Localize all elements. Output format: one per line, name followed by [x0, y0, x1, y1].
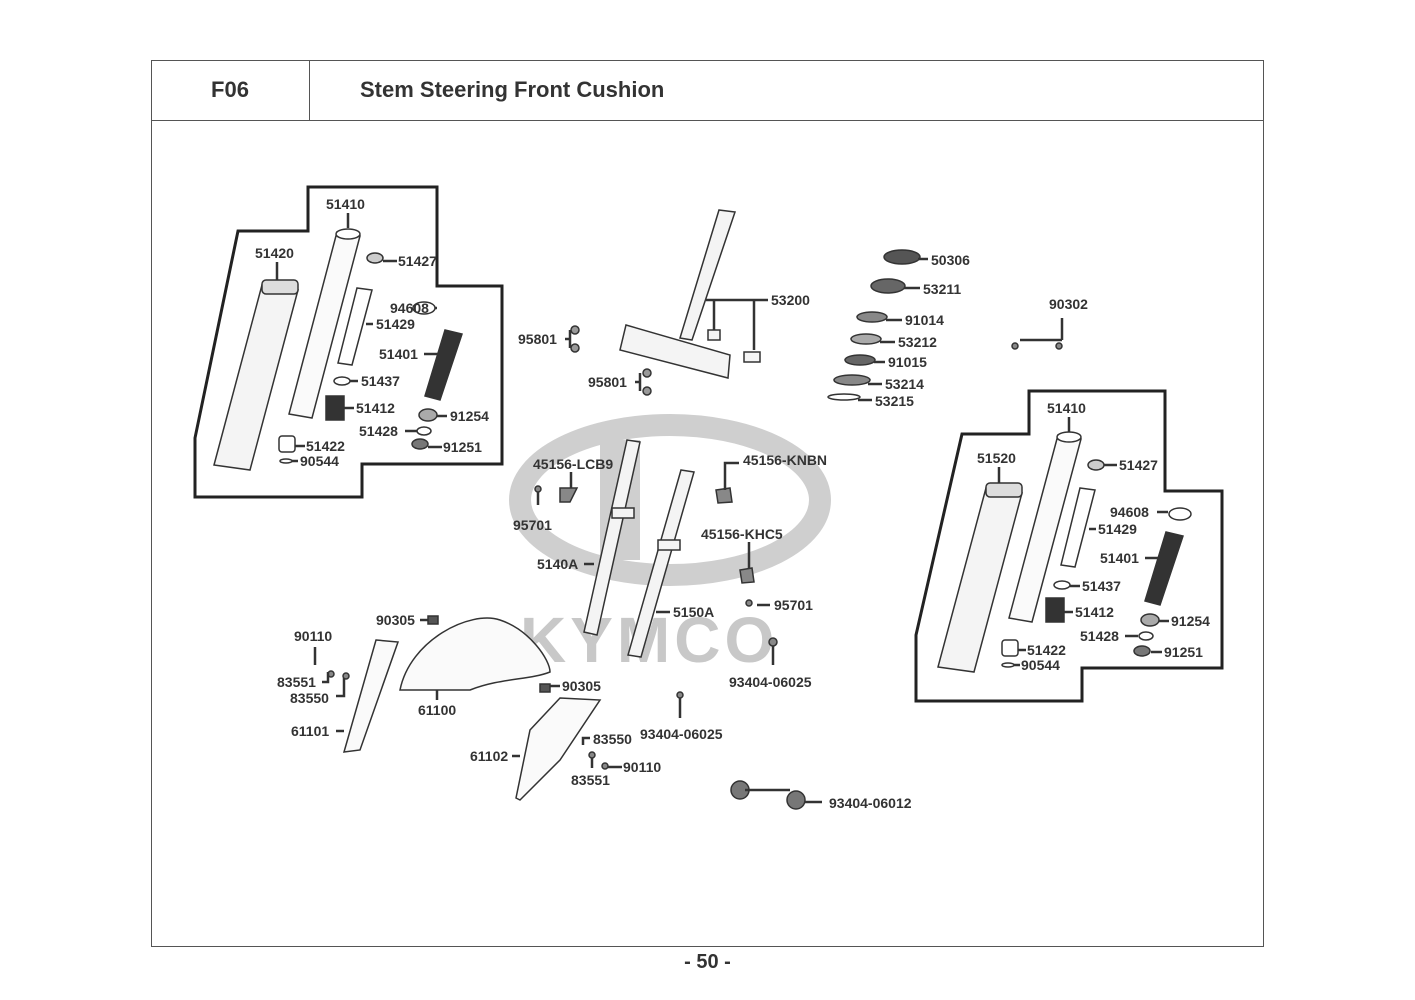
part-label: 93404-06025 — [729, 674, 812, 690]
right-fork-leaders — [997, 417, 1169, 667]
part-label: 91251 — [1164, 644, 1203, 660]
section-code: F06 — [151, 60, 310, 121]
part-label: 53215 — [875, 393, 914, 409]
part-label: 90302 — [1049, 296, 1088, 312]
part-label: 83550 — [593, 731, 632, 747]
fork-assembly-labels: 90302 45156-LCB9 45156-KNBN 95701 45156-… — [513, 296, 1088, 690]
steering-stem-leaders — [565, 298, 768, 391]
part-label: 45156-LCB9 — [533, 456, 613, 472]
section-title: Stem Steering Front Cushion — [310, 60, 1264, 121]
part-label: 91251 — [443, 439, 482, 455]
fender-leaders — [313, 618, 822, 804]
steering-stem-parts — [570, 209, 761, 396]
part-label: 51422 — [1027, 642, 1066, 658]
left-fork-group-outline — [193, 185, 504, 499]
part-label: 90544 — [300, 453, 339, 469]
part-label: 51429 — [376, 316, 415, 332]
part-label: 95701 — [513, 517, 552, 533]
steering-stem-labels: 53200 95801 95801 — [518, 292, 810, 390]
part-label: 61102 — [470, 748, 508, 764]
part-label: 51412 — [356, 400, 395, 416]
part-label: 51422 — [306, 438, 345, 454]
part-label: 53211 — [923, 281, 961, 297]
bearing-stack-parts — [827, 249, 921, 401]
part-label: 90110 — [623, 759, 661, 775]
part-label: 90544 — [1021, 657, 1060, 673]
part-label: 91014 — [905, 312, 944, 328]
part-label: 51427 — [1119, 457, 1158, 473]
part-label: 95701 — [774, 597, 813, 613]
right-fork-labels: 51410 51520 51427 94608 51429 51401 5143… — [977, 400, 1210, 673]
part-label: 51428 — [1080, 628, 1119, 644]
part-label: 50306 — [931, 252, 970, 268]
part-label: 90305 — [562, 678, 601, 694]
part-label: 51410 — [326, 196, 365, 212]
fork-assembly-leaders — [536, 318, 1064, 665]
part-label: 5150A — [673, 604, 714, 620]
part-label: 51401 — [379, 346, 418, 362]
part-label: 61101 — [291, 723, 329, 739]
part-label: 53214 — [885, 376, 924, 392]
right-fork-group-outline — [914, 389, 1224, 703]
part-label: 51412 — [1075, 604, 1114, 620]
part-label: 51520 — [977, 450, 1016, 466]
part-label: 51410 — [1047, 400, 1086, 416]
left-fork-parts — [213, 228, 463, 471]
page-number: - 50 - — [684, 951, 731, 973]
part-label: 51401 — [1100, 550, 1139, 566]
right-fork-parts — [937, 431, 1192, 673]
left-fork-labels: 51410 51420 51427 94608 51429 51401 5143… — [255, 196, 489, 469]
part-label: 51429 — [1098, 521, 1137, 537]
part-label: 95801 — [518, 331, 557, 347]
left-fork-leaders — [275, 213, 447, 463]
part-label: 83551 — [277, 674, 316, 690]
part-label: 61100 — [418, 702, 456, 718]
part-label: 45156-KHC5 — [701, 526, 783, 542]
part-label: 51427 — [398, 253, 437, 269]
fender-parts — [327, 615, 806, 810]
part-label: 94608 — [1110, 504, 1149, 520]
bearing-stack-leaders — [858, 257, 928, 402]
part-label: 51437 — [361, 373, 400, 389]
diagram-frame — [151, 60, 1264, 947]
part-label: 90305 — [376, 612, 415, 628]
part-label: 93404-06012 — [829, 795, 912, 811]
part-label: 51428 — [359, 423, 398, 439]
part-label: 83550 — [290, 690, 329, 706]
fork-assembly-parts — [534, 342, 1063, 658]
part-label: 53212 — [898, 334, 937, 350]
part-label: 53200 — [771, 292, 810, 308]
part-label: 51437 — [1082, 578, 1121, 594]
part-label: 91015 — [888, 354, 927, 370]
part-label: 90110 — [294, 628, 332, 644]
fender-labels: 90305 90110 83551 83550 61100 61101 9030… — [277, 612, 912, 811]
part-label: 5140A — [537, 556, 578, 572]
part-label: 83551 — [571, 772, 610, 788]
part-label: 95801 — [588, 374, 627, 390]
part-label: 94608 — [390, 300, 429, 316]
part-label: 93404-06025 — [640, 726, 723, 742]
part-label: 91254 — [1171, 613, 1210, 629]
bearing-stack-labels: 50306 53211 91014 53212 91015 53214 5321… — [875, 252, 970, 409]
part-label: 51420 — [255, 245, 294, 261]
part-label: 45156-KNBN — [743, 452, 827, 468]
part-label: 91254 — [450, 408, 489, 424]
